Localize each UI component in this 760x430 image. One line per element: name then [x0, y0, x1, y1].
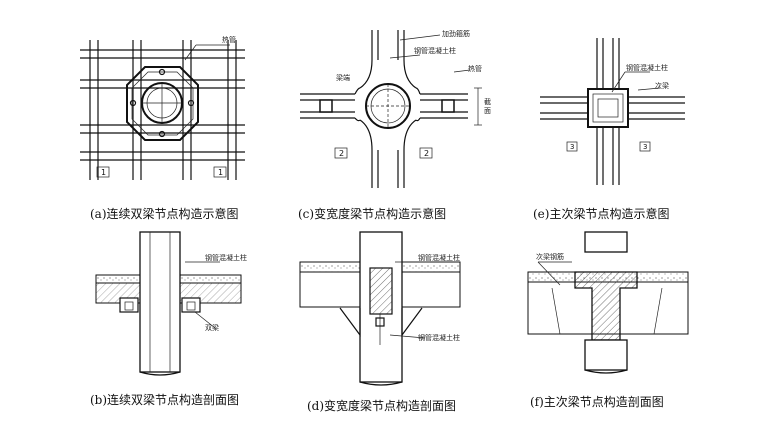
section-mark-1-right: 1	[218, 168, 223, 177]
caption-d: (d)变宽度梁节点构造剖面图	[307, 399, 457, 413]
caption-e: (e)主次梁节点构造示意图	[533, 207, 670, 221]
svg-text:钢管混凝土柱: 钢管混凝土柱	[414, 46, 456, 55]
svg-text:梁端: 梁端	[336, 73, 350, 82]
svg-text:钢管混凝土柱: 钢管混凝土柱	[205, 253, 247, 262]
diagram-e-plan: 钢管混凝土柱 次梁 3 3	[540, 38, 685, 185]
svg-text:次梁钢筋: 次梁钢筋	[536, 252, 564, 261]
diagram-c-plan: 截面 加劲箍筋 钢管混凝土柱 热管 梁端 2 2	[300, 29, 491, 188]
diagram-f-section: 次梁钢筋	[527, 231, 689, 374]
caption-b: (b)连续双梁节点构造剖面图	[90, 393, 240, 407]
svg-text:截: 截	[484, 97, 491, 106]
section-mark-1-left: 1	[101, 168, 106, 177]
section-mark-2-right: 2	[424, 149, 429, 158]
caption-f: (f)主次梁节点构造剖面图	[530, 395, 664, 409]
svg-text:面: 面	[484, 107, 491, 115]
diagram-a-plan: 热管 1 1	[80, 35, 245, 180]
diagram-b-section: 钢管混凝土柱 双梁	[95, 231, 247, 376]
diagram-d-section: 钢管混凝土柱 钢管混凝土柱	[299, 231, 461, 386]
svg-text:双梁: 双梁	[205, 323, 219, 332]
section-mark-3-left: 3	[570, 143, 574, 151]
svg-text:热管: 热管	[468, 64, 482, 73]
svg-text:钢管混凝土柱: 钢管混凝土柱	[418, 333, 460, 342]
svg-text:钢管混凝土柱: 钢管混凝土柱	[626, 63, 668, 72]
svg-text:次梁: 次梁	[655, 81, 669, 90]
svg-text:钢管混凝土柱: 钢管混凝土柱	[418, 253, 460, 262]
svg-text:热管: 热管	[222, 35, 236, 44]
section-mark-3-right: 3	[643, 143, 647, 151]
caption-a: (a)连续双梁节点构造示意图	[90, 207, 239, 221]
section-mark-2-left: 2	[339, 149, 344, 158]
caption-c: (c)变宽度梁节点构造示意图	[298, 207, 447, 221]
svg-text:加劲箍筋: 加劲箍筋	[442, 29, 470, 38]
